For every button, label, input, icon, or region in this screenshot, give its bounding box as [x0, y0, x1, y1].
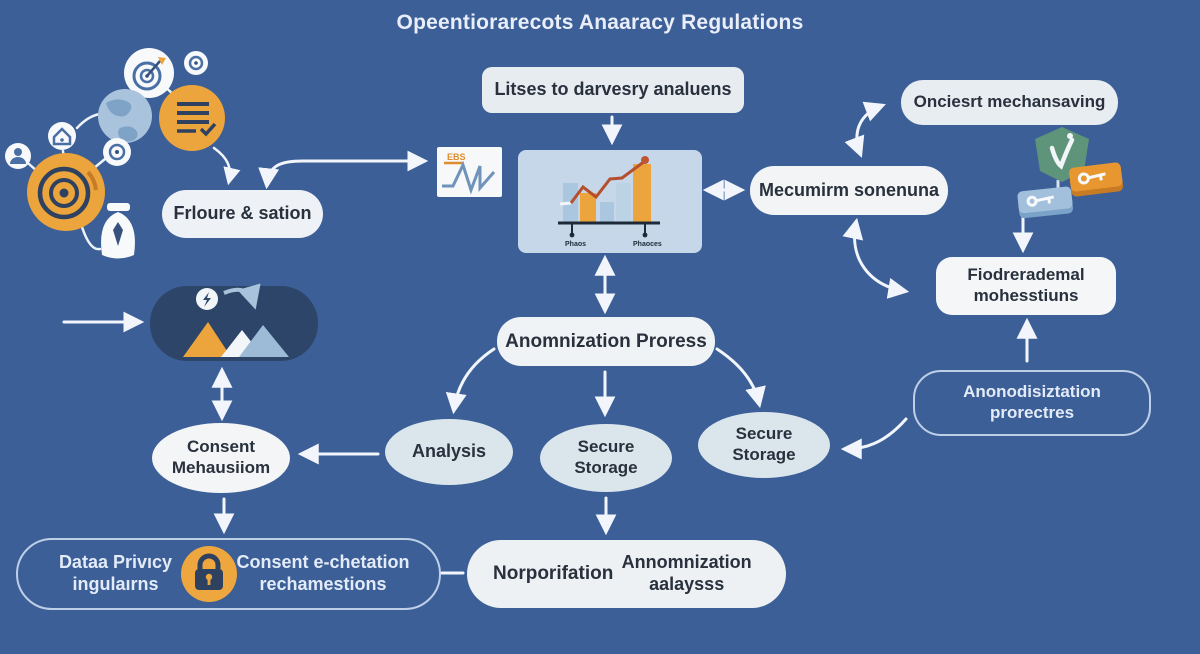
- arrow-anonod-to-secure2: [840, 417, 908, 460]
- chart-panel: [518, 150, 702, 253]
- privacy-pill: Dataa Privıcy ingulaırns Consent e-cheta…: [16, 538, 441, 610]
- target-icon-small-top: [184, 51, 208, 75]
- mini-chart-icon: [437, 147, 502, 197]
- node-floure-label: Frloure & sation: [173, 203, 312, 224]
- target-icon-small-mid: [103, 138, 131, 166]
- node-secure2-line1: Secure: [735, 424, 793, 444]
- node-consent-mehausiiom: Consent Mehausiiom: [152, 423, 290, 493]
- diagram-title: Opeentiorarecots Anaaracy Regulations: [396, 11, 804, 34]
- key-tile-orange-icon: [1069, 162, 1124, 197]
- node-fiodrerademal-line2: mohesstiuns: [973, 286, 1079, 305]
- node-oncesrt: Onciesrt mechansaving: [901, 80, 1118, 125]
- arrow-mecumim-oncesrt: [844, 101, 886, 158]
- node-harvest: Litses to darvesry analuens: [482, 67, 744, 113]
- bottom-pill: Norporifation Annomnization aalaysss: [467, 540, 786, 608]
- key-tile-blue-icon: [1017, 186, 1074, 219]
- node-anonodisiztation-line1: Anonodisiztation: [963, 382, 1101, 402]
- annomnization-label: Annomnization aalaysss: [621, 552, 752, 594]
- money-bag-icon: [101, 203, 135, 259]
- icon-cluster-links: [27, 83, 176, 251]
- node-fiodrerademal-line1: Fiodrerademal: [967, 265, 1085, 285]
- node-analysis-label: Analysis: [411, 441, 487, 462]
- node-secure2-line2: Storage: [732, 445, 796, 464]
- shield-icon: [1035, 127, 1089, 202]
- node-oncesrt-label: Onciesrt mechansaving: [913, 92, 1106, 112]
- dart-target-icon: [124, 48, 174, 98]
- node-secure1-line1: Secure: [577, 437, 635, 457]
- node-anonodisiztation-line2: prorectres: [989, 403, 1075, 422]
- node-consent-line2: Mehausiiom: [171, 458, 271, 477]
- node-secure-storage-1: Secure Storage: [540, 424, 672, 492]
- node-secure-storage-2: Secure Storage: [698, 412, 830, 478]
- person-icon: [5, 143, 31, 169]
- node-anonodisiztation: Anonodisiztation prorectres: [913, 370, 1151, 436]
- node-secure1-line2: Storage: [574, 458, 638, 477]
- data-privacy-label: Dataa Privıcy ingulaırns: [58, 552, 173, 594]
- node-mecumim-label: Mecumirm sonenuna: [758, 179, 940, 200]
- arrow-doccircle-floure: [212, 146, 241, 186]
- arrow-anomnization-secure2: [715, 347, 766, 409]
- arrow-floure-charticon: [258, 150, 429, 190]
- node-fiodrerademal: Fiodrerademal mohesstiuns: [936, 257, 1116, 315]
- mountains-panel: [150, 286, 318, 361]
- norporifation-label: Norporifation: [493, 563, 614, 585]
- concentric-target-icon: [27, 153, 105, 231]
- node-anomnization-label: Anomnization Proress: [505, 330, 707, 352]
- arrow-anomnization-analysis: [445, 347, 496, 415]
- node-mecumim: Mecumirm sonenuna: [750, 166, 948, 215]
- home-icon: [48, 122, 76, 150]
- node-floure: Frloure & sation: [162, 190, 323, 238]
- consent-echetation-label: Consent e-chetation rechamestions: [236, 552, 410, 594]
- node-analysis: Analysis: [385, 419, 513, 485]
- document-check-icon: [159, 85, 225, 151]
- globe-icon: [98, 89, 152, 143]
- node-anomnization: Anomnization Proress: [497, 317, 715, 366]
- node-consent-line1: Consent: [187, 437, 255, 457]
- arrow-mecumim-fiodrerademal: [842, 217, 910, 299]
- node-harvest-label: Litses to darvesry analuens: [494, 79, 732, 100]
